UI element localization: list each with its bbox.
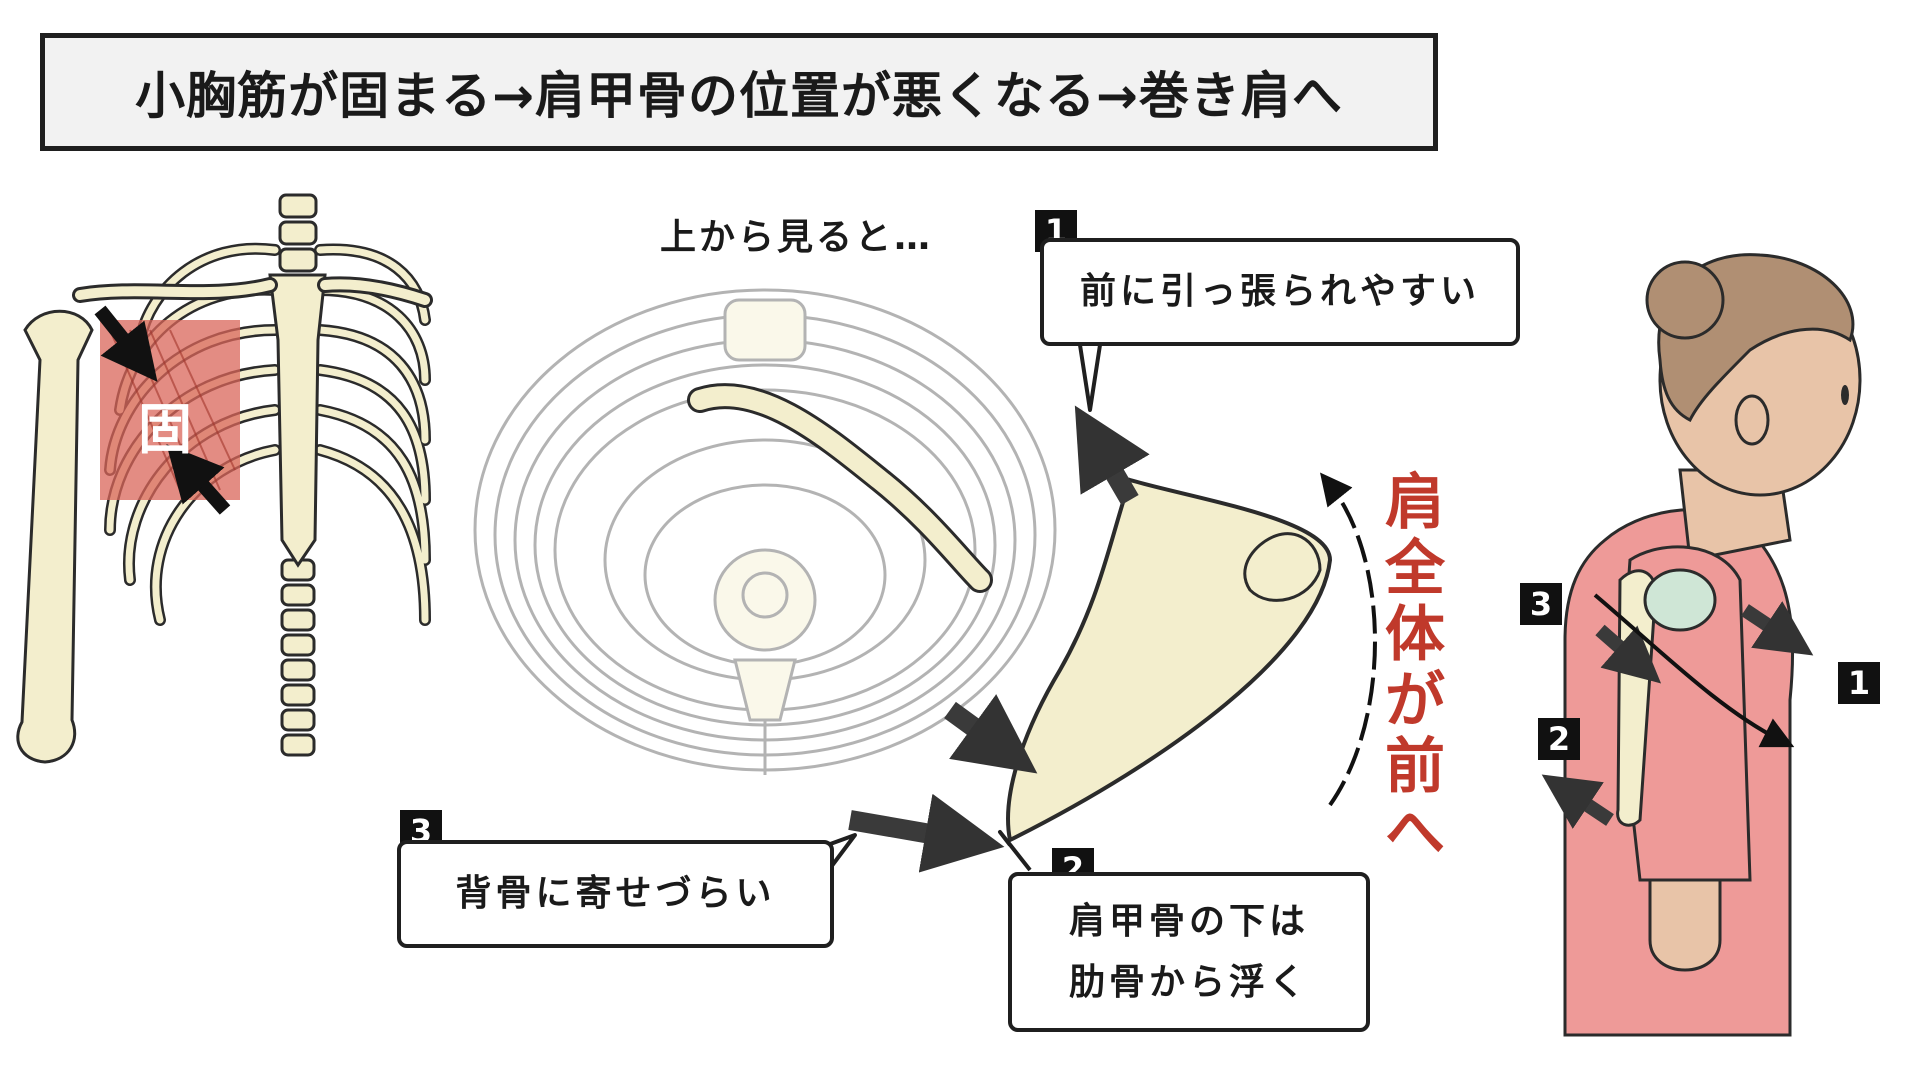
callout-1-text: 前に引っ張られやすい — [1079, 271, 1480, 313]
side-view-person-illustration — [1541, 253, 1862, 1037]
callout-2-text-line1: 肩甲骨の下は — [1068, 900, 1309, 942]
top-view-label: 上から見ると… — [660, 217, 934, 258]
ribcage-top-view-illustration — [473, 288, 1057, 775]
callout-3: 背骨に寄せづらい — [397, 840, 834, 948]
callout-3-text: 背骨に寄せづらい — [455, 873, 776, 915]
callout-2: 肩甲骨の下は 肋骨から浮く — [1008, 872, 1370, 1032]
stiff-muscle-mark: 固 — [138, 398, 192, 461]
scapula-illustration — [687, 383, 1333, 843]
callout-1: 前に引っ張られやすい — [1040, 238, 1520, 346]
callout-2-text-line2: 肋骨から浮く — [1068, 962, 1309, 1003]
side-badge-1: 1 — [1838, 662, 1880, 704]
title-box: 小胸筋が固まる→肩甲骨の位置が悪くなる→巻き肩へ — [40, 33, 1438, 151]
ribcage-front-illustration — [16, 193, 433, 764]
diagram-title: 小胸筋が固まる→肩甲骨の位置が悪くなる→巻き肩へ — [135, 67, 1343, 125]
side-badge-3: 3 — [1520, 583, 1562, 625]
side-badge-2: 2 — [1538, 718, 1580, 760]
shoulder-forward-label: 肩全体が前へ — [1385, 468, 1445, 868]
